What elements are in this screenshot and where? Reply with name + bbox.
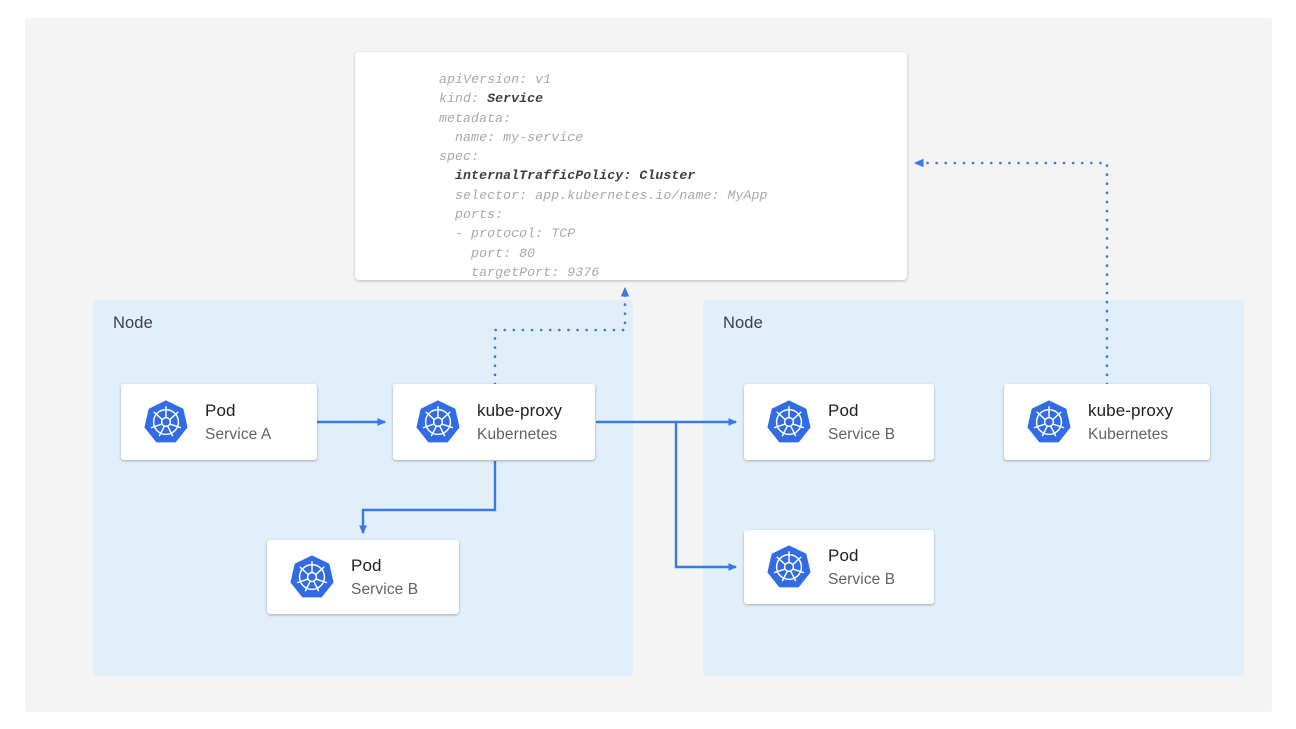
manifest-line: name: my-service — [439, 129, 584, 145]
manifest-line: metadata: — [439, 110, 512, 126]
kubernetes-icon — [766, 399, 812, 445]
entity-subtitle: Service B — [828, 570, 896, 588]
entity-title: Pod — [828, 545, 859, 565]
entity-subtitle: Service B — [828, 425, 896, 443]
kubernetes-icon — [143, 399, 189, 445]
entity-card-pod-service-b-left[interactable]: Pod Service B — [267, 540, 459, 614]
entity-text: Pod Service B — [828, 547, 895, 588]
kubernetes-icon — [766, 544, 812, 590]
entity-title: Pod — [351, 555, 382, 575]
entity-text: Pod Service B — [351, 557, 418, 598]
manifest-line: ports: — [439, 207, 504, 223]
entity-text: Pod Service B — [828, 402, 895, 443]
entity-card-pod-service-b-right-lower[interactable]: Pod Service B — [744, 530, 934, 604]
entity-title: kube-proxy — [477, 400, 563, 420]
kubernetes-icon — [289, 554, 335, 600]
service-manifest-card: apiVersion: v1 kind: Service metadata: nam… — [355, 52, 907, 280]
service-manifest-code: apiVersion: v1 kind: Service metadata: nam… — [439, 70, 768, 280]
diagram-canvas: apiVersion: v1 kind: Service metadata: nam… — [25, 18, 1272, 712]
entity-subtitle: Kubernetes — [1088, 425, 1169, 443]
manifest-line: internalTrafficPolicy: Cluster — [439, 168, 696, 184]
entity-text: kube-proxy Kubernetes — [1088, 402, 1173, 443]
manifest-line: apiVersion: v1 — [439, 72, 552, 87]
node-label-right: Node — [723, 314, 763, 332]
manifest-line: selector: app.kubernetes.io/name: MyApp — [439, 187, 768, 203]
entity-subtitle: Service A — [205, 425, 272, 443]
entity-card-pod-service-b-right-upper[interactable]: Pod Service B — [744, 384, 934, 460]
entity-subtitle: Kubernetes — [477, 425, 558, 443]
node-container-left: Node — [93, 300, 633, 676]
entity-text: kube-proxy Kubernetes — [477, 402, 562, 443]
entity-title: Pod — [205, 400, 236, 420]
entity-title: Pod — [828, 400, 859, 420]
node-label-left: Node — [113, 314, 153, 332]
manifest-line: spec: — [439, 149, 480, 165]
entity-card-kube-proxy-left[interactable]: kube-proxy Kubernetes — [393, 384, 595, 460]
entity-text: Pod Service A — [205, 402, 271, 443]
manifest-line: targetPort: 9376 — [439, 264, 600, 280]
entity-card-kube-proxy-right[interactable]: kube-proxy Kubernetes — [1004, 384, 1210, 460]
manifest-line: kind: Service — [439, 91, 544, 107]
entity-card-pod-service-a[interactable]: Pod Service A — [121, 384, 317, 460]
entity-title: kube-proxy — [1088, 400, 1174, 420]
kubernetes-icon — [415, 399, 461, 445]
entity-subtitle: Service B — [351, 580, 419, 598]
kubernetes-icon — [1026, 399, 1072, 445]
manifest-line: - protocol: TCP — [439, 226, 576, 242]
node-container-right: Node — [703, 300, 1244, 676]
manifest-line: port: 80 — [439, 245, 536, 261]
